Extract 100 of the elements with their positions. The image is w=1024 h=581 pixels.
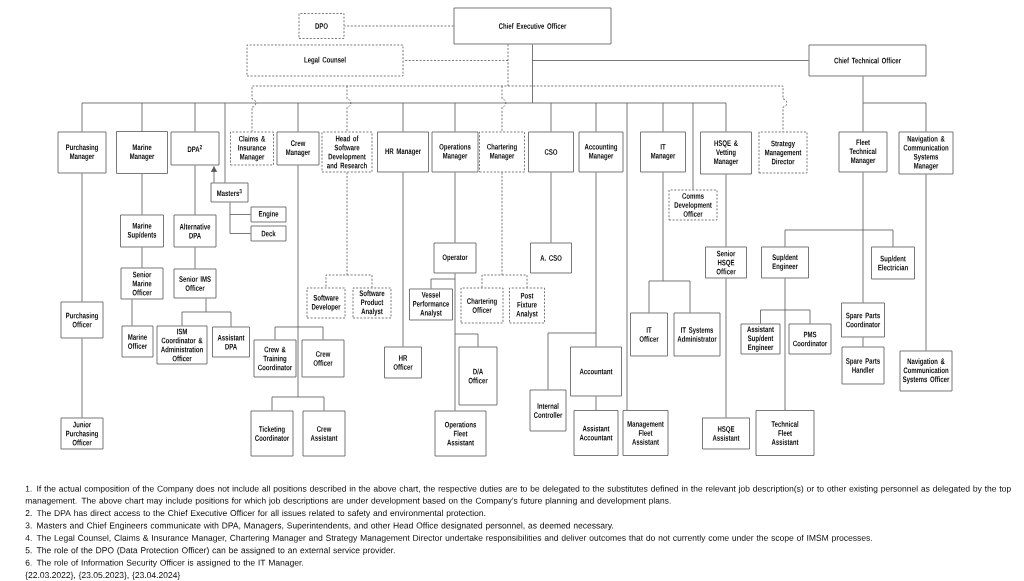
position-box: HR Officer (384, 346, 422, 379)
position-box: Management Fleet Assistant (622, 410, 669, 456)
position-box: Marine Sup/dents (120, 214, 164, 248)
position-box: Operations Fleet Assistant (434, 410, 487, 457)
connector-tree (325, 172, 373, 288)
position-box: PMS Coordinator (788, 323, 832, 355)
connector-line (862, 337, 864, 347)
position-box: Chief Executive Officer (453, 7, 612, 45)
position-box: Accounting Manager (578, 131, 624, 173)
position-box: Navigation & Communication Systems Officer (899, 350, 953, 392)
position-box: Chief Technical Officer (808, 44, 927, 77)
position-box: Ticketing Coordinator (250, 410, 294, 457)
position-box: ISM Coordinator & Administration Officer (156, 325, 208, 365)
footnote: 2. The DPA has direct access to the Chief Executive Officer for all issues related to safety and environmental protection. (25, 509, 486, 518)
position-box: IT Manager (640, 131, 686, 173)
position-box: Marine Manager (116, 131, 168, 174)
footnote: 5. The role of the DPO (Data Protection Officer) can be assigned to an external service provider. (25, 547, 395, 555)
position-box: Sup/dent Engineer (761, 246, 809, 279)
arrow (210, 166, 218, 183)
position-box: D/A Officer (458, 346, 498, 406)
connector-line (454, 172, 456, 243)
position-box: Deck (250, 225, 287, 242)
connector-line (194, 165, 196, 215)
connector-tree (784, 172, 894, 303)
position-box: Strategy Management Director (758, 131, 808, 174)
position-box: Marine Officer (121, 325, 154, 358)
position-box: Senior Marine Officer (120, 267, 164, 300)
position-box: Senior HSQE Officer (705, 246, 747, 279)
position-box: Operations Manager (431, 131, 479, 173)
connector-line (141, 247, 143, 268)
position-box: Crew Manager (276, 131, 320, 166)
position-box: Accountant (570, 346, 622, 397)
connector-tree (430, 273, 479, 411)
position-box: Senior IMS Officer (173, 268, 217, 299)
position-box: Crew Officer (301, 339, 345, 378)
position-box: HR Manager (377, 131, 429, 173)
connector-line (725, 278, 727, 418)
position-box: DPA$^{2}$ (170, 131, 220, 166)
position-box: Head of Software Development and Research (321, 131, 373, 173)
position-box: Operator (433, 242, 477, 274)
footnote: 3. Masters and Chief Engineers communicate with DPA, Managers, Superintendents, and other Head Office designated personnel, as deemed necessary. (25, 522, 614, 531)
connector-line (194, 247, 196, 269)
position-box: Chartering Officer (460, 287, 504, 324)
position-box: Comms Development Officer (668, 189, 718, 221)
connector-line (595, 396, 597, 411)
connector-line (725, 174, 727, 247)
position-box: Crew & Training Coordinator (253, 339, 297, 378)
connector-line (81, 173, 83, 302)
position-box: Alternative DPA (173, 214, 217, 248)
connector-tree (271, 165, 325, 411)
position-box: Fleet Technical Manager (838, 131, 888, 173)
position-box: Masters$^{3}$ (210, 182, 249, 203)
position-box: Sup/dent Electrician (871, 246, 915, 280)
connector-tree (251, 44, 788, 132)
connector-tree (547, 172, 597, 390)
position-box: DPO (298, 13, 345, 39)
connector-line (141, 173, 143, 215)
connector-tree (229, 202, 251, 234)
connector-tree (648, 172, 691, 313)
connector-tree (760, 278, 811, 411)
footnote: {22.03.2022}, {23.05.2023}, {23.04.2024} (25, 571, 181, 580)
position-box: A. CSO (530, 242, 572, 274)
position-box: Software Developer (306, 287, 346, 319)
position-box: HSQE Assistant (702, 417, 750, 450)
position-box: IT Systems Administrator (673, 312, 721, 357)
position-box: Purchasing Manager (57, 131, 107, 174)
position-box: Navigation & Communication Systems Manager (898, 131, 954, 175)
connector-line (925, 174, 927, 351)
position-box: Junior Purchasing Officer (60, 417, 104, 450)
position-box: HSQE & Vetting Manager (700, 131, 752, 175)
connector-line (131, 299, 133, 326)
position-box: Chartering Manager (479, 131, 525, 173)
connector-tree (181, 298, 232, 327)
position-box: IT Officer (630, 312, 668, 357)
footnote: 6. The role of Information Security Officer is assigned to the IT Manager. (25, 559, 303, 568)
position-box: Assistant Sup/dent Engineer (740, 323, 781, 355)
position-box: Internal Controller (529, 389, 567, 432)
position-box: Vessel Performance Analyst (409, 288, 453, 321)
connector-tree (862, 76, 927, 132)
footnote: 4. The Legal Counsel, Claims & Insurance Manager, Chartering Manager and Strategy Management Director undertake responsibilities and deliver outcomes that do not currently come under the scope of IMSM processes. (25, 534, 872, 543)
position-box: Technical Fleet Assistant (755, 410, 815, 456)
connector-line (550, 172, 552, 243)
position-box: Engine (250, 206, 287, 223)
position-box: Spare Parts Coordinator (841, 302, 885, 338)
position-box: Software Product Analyst (352, 287, 392, 319)
position-box: Purchasing Officer (60, 301, 104, 339)
position-box: Assistant Accountant (573, 410, 619, 456)
footnote: 1. If the actual composition of the Company does not include all positions described in the above chart, the respective duties are to be delegated to the substitutes defined in the relevant job description(s) or to other existing personnel as delegated by the top management. The above chart may include positions for which job descriptions are under development based on the Company’s future planning and development plans. (25, 485, 1011, 506)
position-box: Crew Assistant (302, 410, 346, 457)
connector-line (402, 172, 404, 347)
connector-line (344, 25, 454, 27)
connector-tree (481, 172, 528, 288)
position-box: Legal Counsel (246, 44, 404, 77)
position-box: Claims & Insurance Manager (230, 131, 274, 166)
connector-tree (81, 44, 809, 411)
position-box: Post Fixture Analyst (509, 287, 545, 324)
position-box: Assistant DPA (212, 326, 250, 358)
connector-line (81, 338, 83, 418)
position-box: CSO (528, 131, 574, 173)
position-box: Spare Parts Handler (841, 346, 885, 385)
